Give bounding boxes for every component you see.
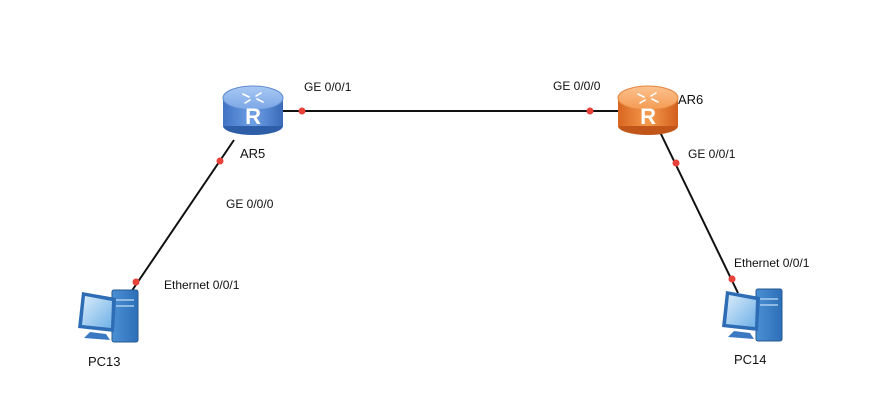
port-label-ar6-ge001: GE 0/0/1 [688, 147, 736, 161]
router-icon[interactable]: R [617, 85, 679, 135]
port-label-pc14-eth001: Ethernet 0/0/1 [734, 256, 810, 270]
svg-text:R: R [640, 104, 656, 129]
link-ar6-pc14[interactable] [659, 131, 739, 294]
device-label-ar5: AR5 [240, 146, 266, 161]
port-label-ar5-ge000: GE 0/0/0 [226, 197, 274, 211]
port-label-ar5-ge001: GE 0/0/1 [304, 80, 352, 94]
port-dot-ar5-ge000 [216, 157, 224, 165]
link-ar5-pc13[interactable] [128, 139, 235, 296]
device-label-pc13: PC13 [88, 354, 121, 369]
router-icon[interactable]: R [222, 85, 284, 135]
port-dot-pc14-eth001 [728, 275, 736, 283]
port-label-ar6-ge000: GE 0/0/0 [553, 79, 601, 93]
desktop-pc-icon[interactable] [722, 288, 783, 342]
port-dot-ar6-ge001 [672, 159, 680, 167]
device-label-pc14: PC14 [734, 352, 767, 367]
svg-text:R: R [245, 104, 261, 129]
desktop-pc-icon[interactable] [78, 289, 139, 343]
device-label-ar6: AR6 [678, 92, 704, 107]
port-dot-ar5-ge001 [298, 107, 306, 115]
port-label-pc13-eth001: Ethernet 0/0/1 [164, 278, 240, 292]
port-dot-ar6-ge000 [586, 107, 594, 115]
port-dot-pc13-eth001 [132, 278, 140, 286]
